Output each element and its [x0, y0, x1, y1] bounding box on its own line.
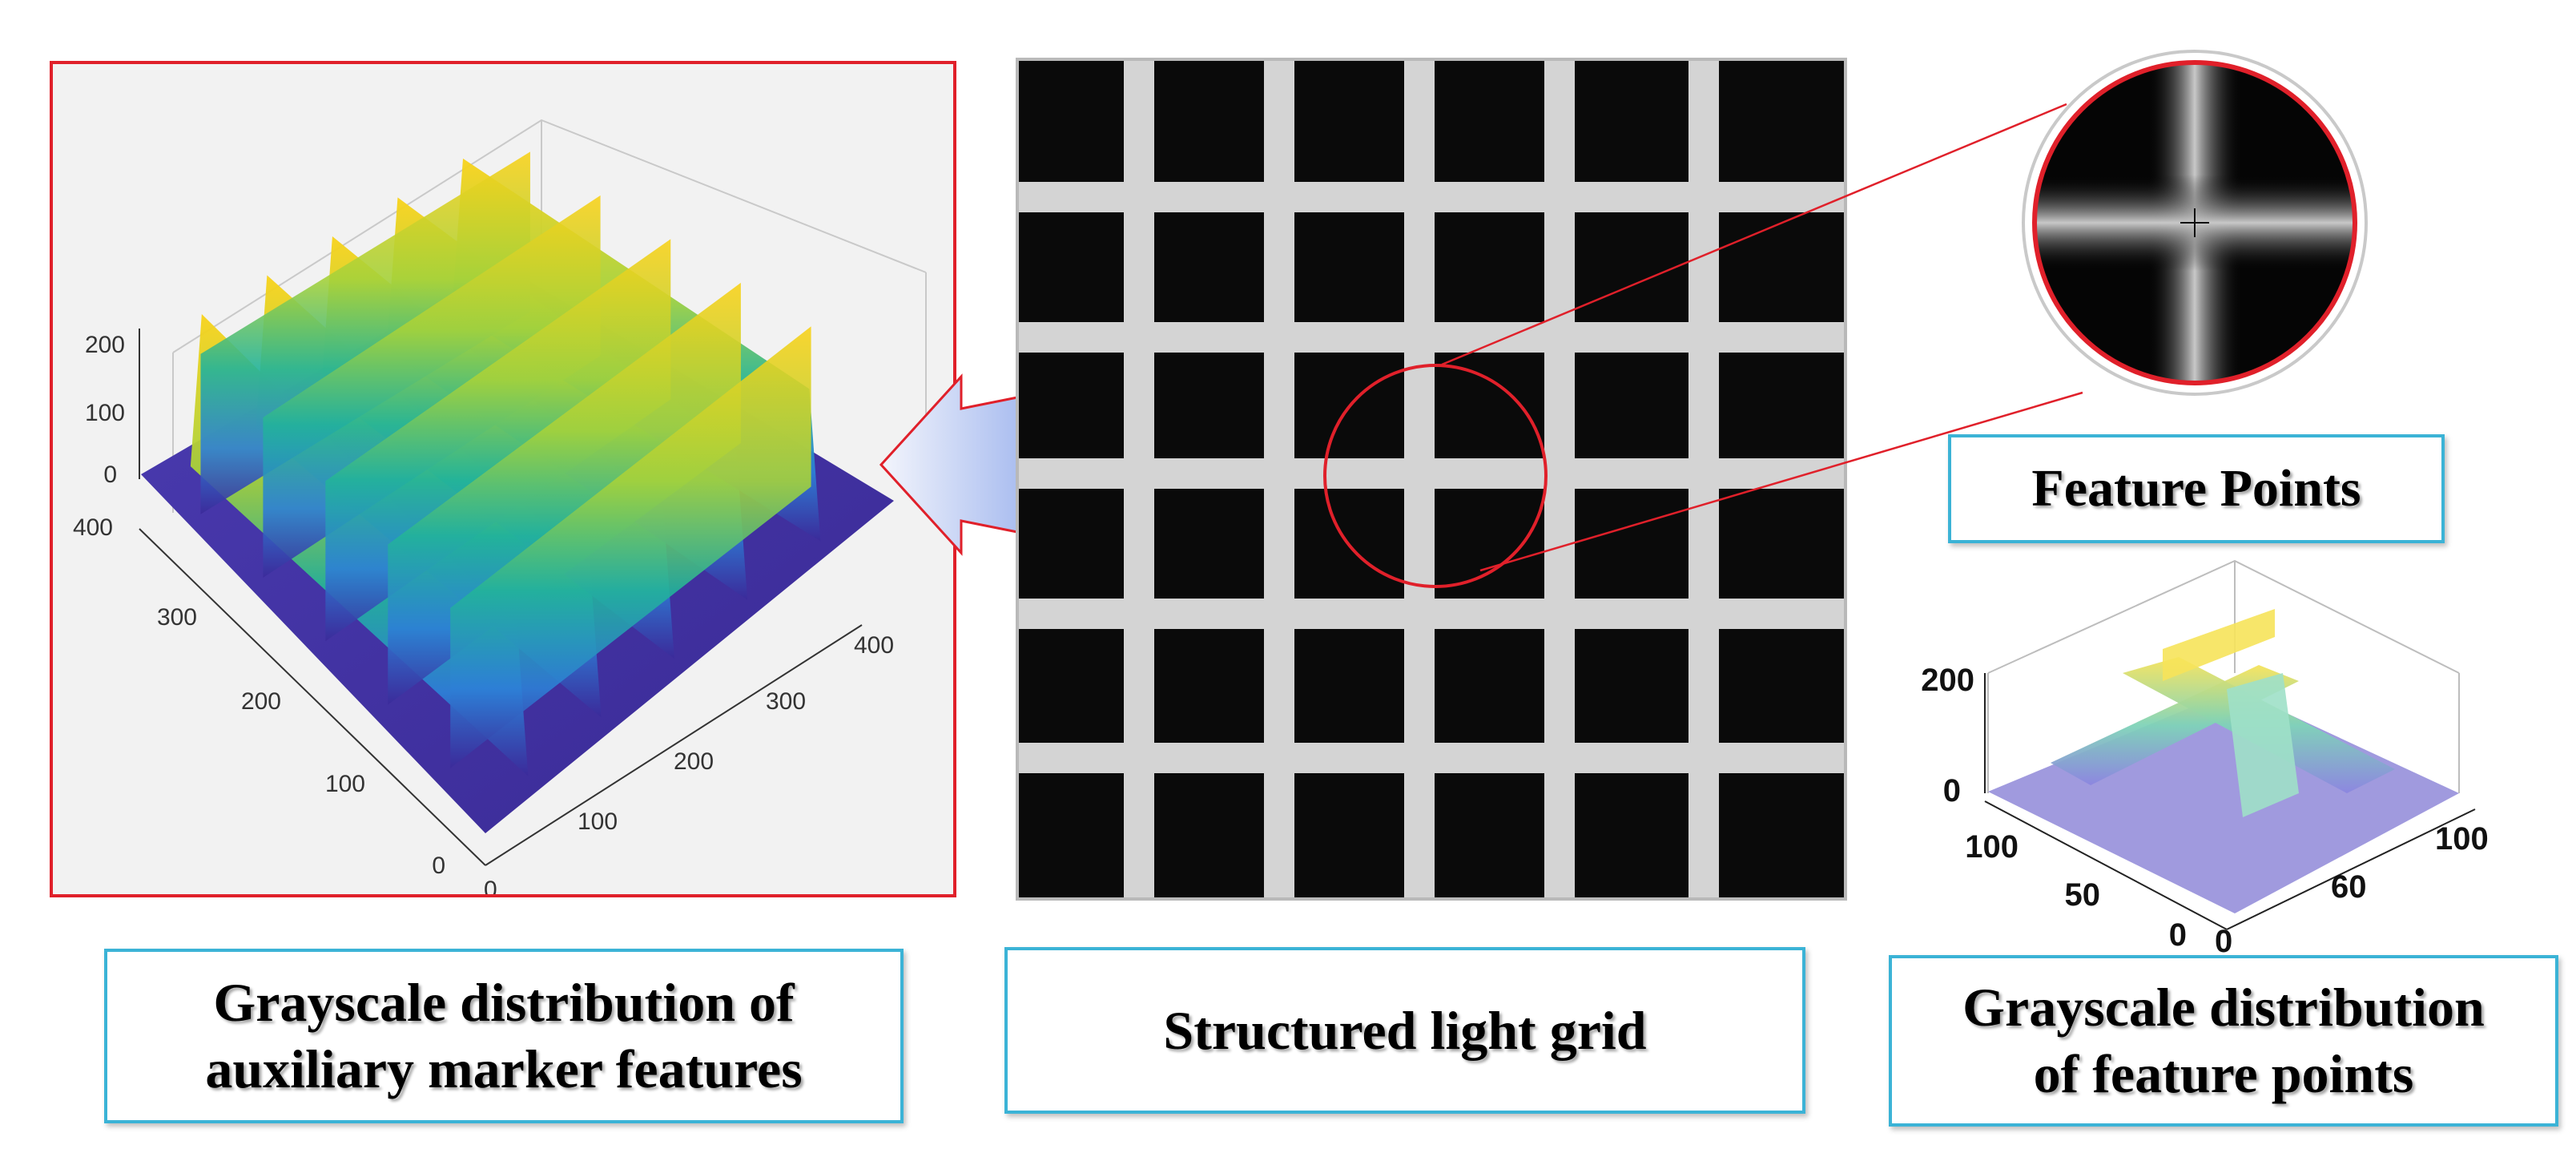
- small-z-tick-0: 0: [1943, 773, 1961, 808]
- y-tick-400: 400: [73, 514, 113, 541]
- y-tick-100: 100: [325, 771, 365, 797]
- grid-horizontal-bar: [1019, 322, 1844, 353]
- crosshair-icon: [2180, 208, 2209, 237]
- plot-ridges: [190, 151, 821, 776]
- y-tick-200: 200: [241, 688, 281, 715]
- small-x-tick-100: 100: [2435, 821, 2489, 857]
- marker-features-caption: Grayscale distribution of auxiliary mark…: [104, 949, 904, 1123]
- grid-light-bars: [1019, 61, 1844, 897]
- x-tick-400: 400: [854, 632, 894, 659]
- y-tick-300: 300: [157, 604, 197, 631]
- feature-points-distribution-caption: Grayscale distribution of feature points: [1889, 955, 2558, 1127]
- grid-horizontal-bar: [1019, 599, 1844, 629]
- z-tick-200: 200: [85, 332, 125, 358]
- structured-light-grid-image: [1016, 58, 1847, 901]
- grid-horizontal-bar: [1019, 458, 1844, 489]
- marker-grayscale-3d-plot: 200 100 0 400 300 200 100 0 0 100 200 30…: [73, 119, 927, 894]
- small-y-tick-100: 100: [1965, 829, 2019, 865]
- small-x-tick-60: 60: [2331, 869, 2367, 905]
- small-y-tick-50: 50: [2065, 877, 2101, 913]
- y-tick-0: 0: [432, 853, 445, 879]
- z-tick-0: 0: [103, 462, 117, 488]
- grid-horizontal-bar: [1019, 743, 1844, 773]
- zoomed-feature-point: [2022, 50, 2368, 396]
- x-tick-200: 200: [674, 748, 714, 775]
- x-tick-300: 300: [766, 688, 806, 715]
- marker-grayscale-plot-panel: 200 100 0 400 300 200 100 0 0 100 200 30…: [50, 61, 956, 897]
- small-z-tick-200: 200: [1921, 663, 1974, 698]
- structured-light-grid-caption: Structured light grid: [1004, 947, 1805, 1114]
- grid-horizontal-bar: [1019, 182, 1844, 212]
- small-x-tick-0: 0: [2215, 924, 2232, 959]
- feature-point-grayscale-3d-plot: 200 0 100 50 0 0 60 100: [1921, 559, 2489, 959]
- z-tick-100: 100: [85, 400, 125, 426]
- feature-points-label: Feature Points: [1948, 434, 2445, 543]
- x-tick-100: 100: [578, 808, 618, 835]
- x-tick-0: 0: [484, 877, 497, 894]
- small-y-tick-0: 0: [2169, 917, 2187, 953]
- ridge-along-x: [450, 326, 811, 768]
